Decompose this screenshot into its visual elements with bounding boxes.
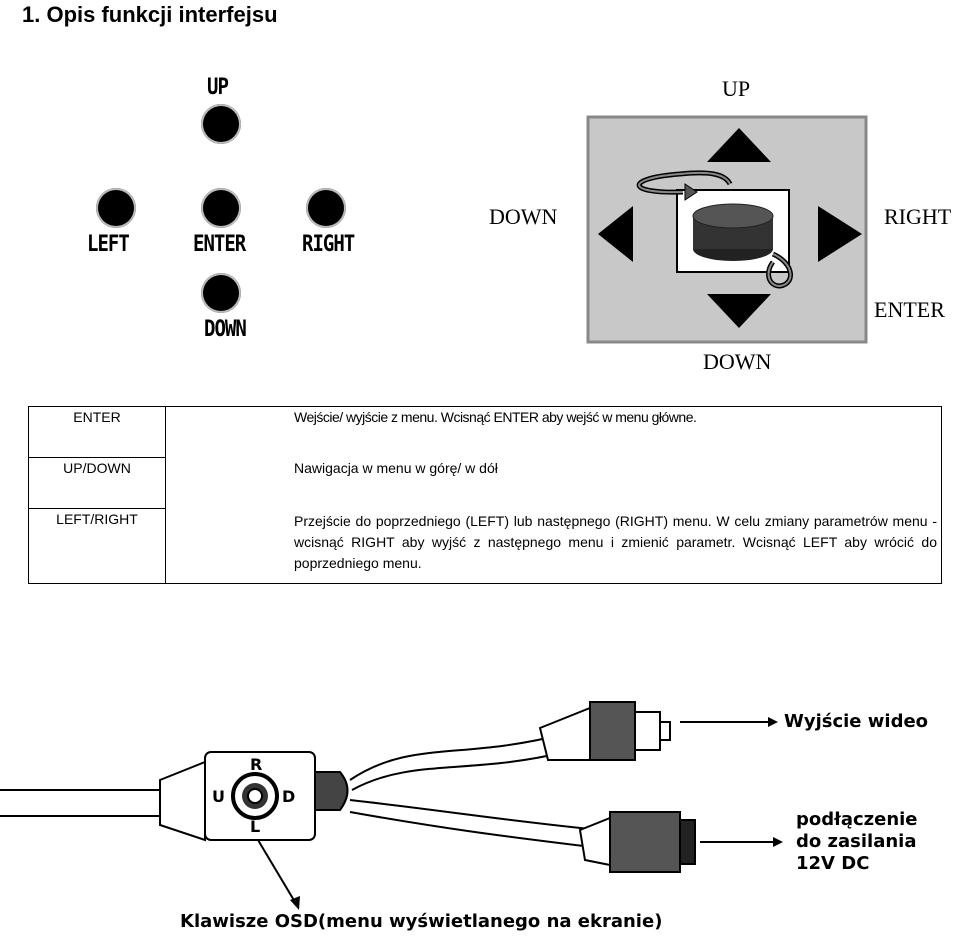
table-row: ENTER Wejście/ wyjście z menu. Wcisnąć E…	[28, 406, 942, 458]
right-button	[306, 188, 346, 228]
joystick-right-label: RIGHT	[884, 204, 952, 229]
joystick-down-label-bottom: DOWN	[703, 349, 772, 374]
power-label-line3: 12V DC	[796, 853, 870, 874]
power-label-line1: podłączenie	[796, 809, 918, 830]
joystick-up-label: UP	[722, 76, 751, 101]
joystick-enter-label: ENTER	[874, 297, 945, 322]
power-label-line2: do zasilania	[796, 831, 917, 852]
up-label: UP	[207, 74, 229, 100]
key-cell: LEFT/RIGHT	[28, 508, 166, 584]
letter-d: D	[282, 787, 295, 806]
desc-cell: Wejście/ wyjście z menu. Wcisnąć ENTER a…	[165, 406, 942, 458]
enter-button	[201, 188, 241, 228]
cable-illustration: R U D L	[0, 701, 783, 910]
down-button	[201, 273, 241, 313]
page-title: 1. Opis funkcji interfejsu	[22, 2, 278, 27]
video-out-label: Wyjście wideo	[784, 711, 929, 732]
left-label: LEFT	[87, 231, 130, 257]
desc-cell: Nawigacja w menu w górę/ w dół	[165, 457, 942, 509]
letter-u: U	[212, 787, 225, 806]
key-cell: UP/DOWN	[28, 457, 166, 509]
enter-label: ENTER	[193, 231, 246, 257]
letter-l: L	[250, 817, 260, 836]
arrow-left-icon	[598, 206, 633, 262]
key-cell: ENTER	[28, 406, 166, 458]
right-label: RIGHT	[302, 231, 355, 257]
letter-r: R	[250, 755, 262, 774]
arrow-down-icon	[707, 294, 771, 328]
desc-cell: Przejście do poprzedniego (LEFT) lub nas…	[165, 508, 942, 584]
up-button	[201, 104, 241, 144]
joystick-illustration	[586, 115, 868, 344]
left-button	[96, 188, 136, 228]
down-label: DOWN	[204, 316, 247, 342]
table-row: LEFT/RIGHT Przejście do poprzedniego (LE…	[28, 508, 942, 584]
arrow-up-icon	[707, 128, 771, 162]
arrow-right-icon	[818, 206, 862, 262]
joystick-down-label-left: DOWN	[489, 204, 558, 229]
table-row: UP/DOWN Nawigacja w menu w górę/ w dół	[28, 457, 942, 509]
osd-keys-label: Klawisze OSD(menu wyświetlanego na ekran…	[180, 911, 663, 932]
function-table: ENTER Wejście/ wyjście z menu. Wcisnąć E…	[28, 406, 942, 584]
